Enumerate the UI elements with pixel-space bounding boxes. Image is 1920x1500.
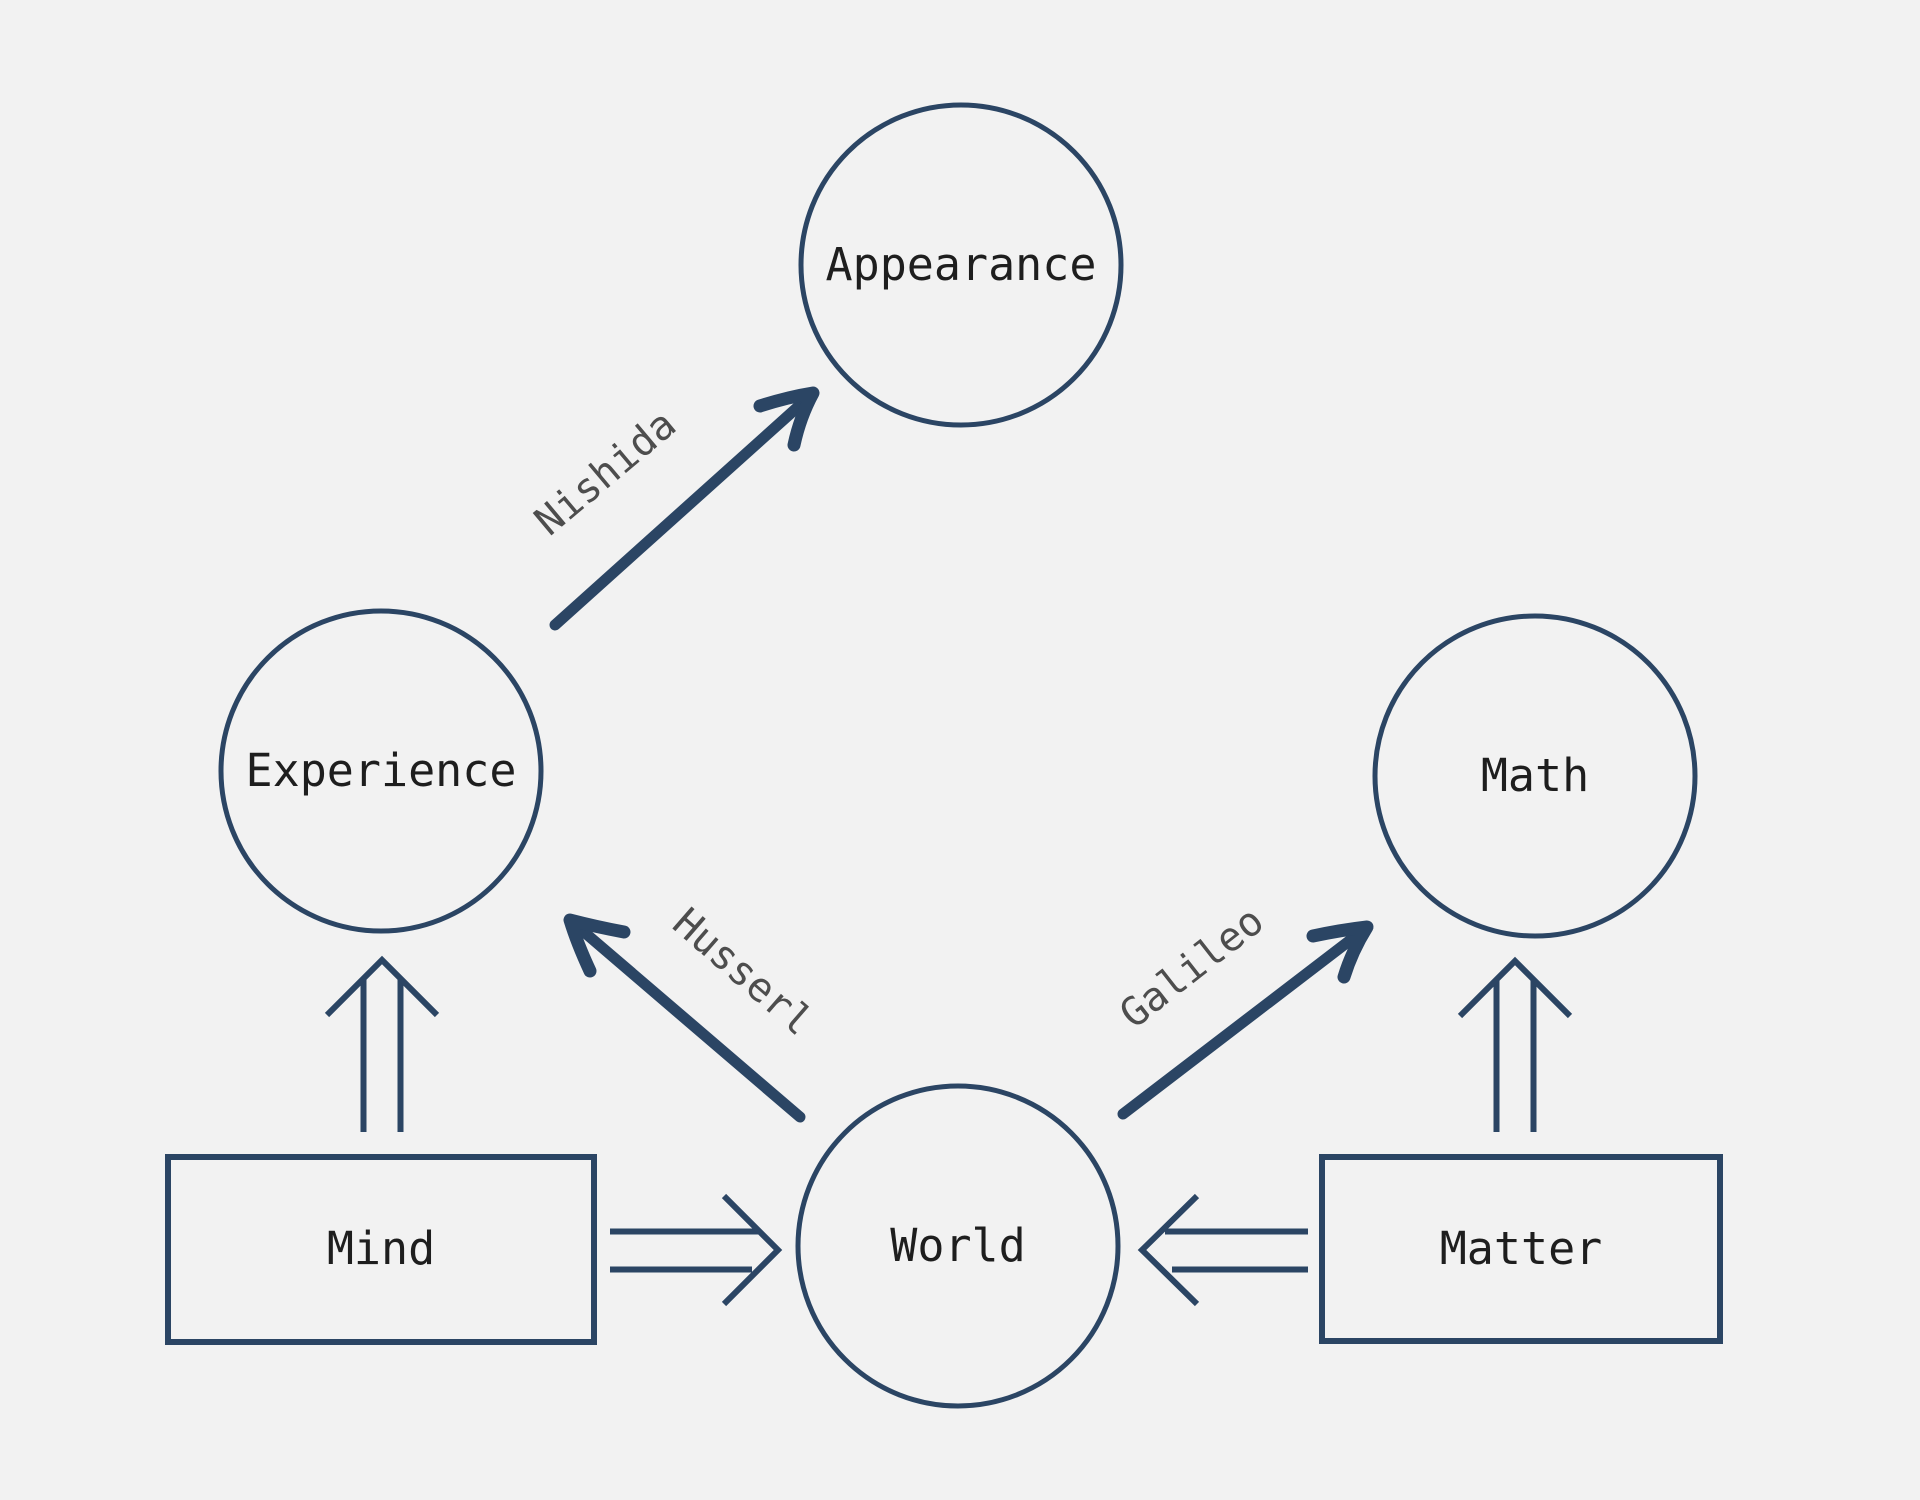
edge-nishida: Nishida — [526, 386, 820, 631]
node-appearance: Appearance — [798, 102, 1124, 428]
node-label-appearance: Appearance — [826, 238, 1097, 291]
arrow-shaft — [578, 926, 806, 1123]
edge-mind-to-experience — [324, 955, 440, 1132]
open-arrowhead-left-icon — [1137, 1193, 1200, 1307]
arrowhead-icon — [1306, 920, 1374, 984]
node-label-experience: Experience — [246, 744, 517, 797]
mind-rectangle — [165, 1154, 597, 1345]
open-arrowhead-up-icon — [1457, 956, 1573, 1019]
node-label-mind: Mind — [327, 1222, 435, 1275]
arrow-shaft — [549, 399, 806, 631]
edge-matter-to-math — [1457, 956, 1573, 1132]
matter-rectangle — [1319, 1154, 1723, 1344]
arrow-shaft — [1117, 932, 1359, 1120]
open-arrowhead-up-icon — [324, 955, 440, 1018]
arrowhead-icon — [753, 386, 820, 452]
appearance-circle — [798, 102, 1124, 428]
node-label-world: World — [890, 1219, 1025, 1272]
node-matter: Matter — [1319, 1154, 1723, 1344]
node-experience: Experience — [218, 608, 544, 934]
edge-husserl: Husserl — [563, 900, 821, 1123]
node-label-matter: Matter — [1440, 1222, 1603, 1275]
experience-circle — [218, 608, 544, 934]
node-mind: Mind — [165, 1154, 597, 1345]
open-arrowhead-right-icon — [721, 1193, 783, 1307]
edge-galileo: Galileo — [1111, 898, 1374, 1120]
node-math: Math — [1372, 613, 1698, 939]
edge-mind-to-world — [610, 1193, 783, 1307]
math-circle — [1372, 613, 1698, 939]
arrowhead-icon — [563, 913, 631, 978]
node-label-math: Math — [1481, 749, 1589, 802]
world-circle — [795, 1083, 1121, 1409]
node-world: World — [795, 1083, 1121, 1409]
edge-matter-to-world — [1137, 1193, 1308, 1307]
